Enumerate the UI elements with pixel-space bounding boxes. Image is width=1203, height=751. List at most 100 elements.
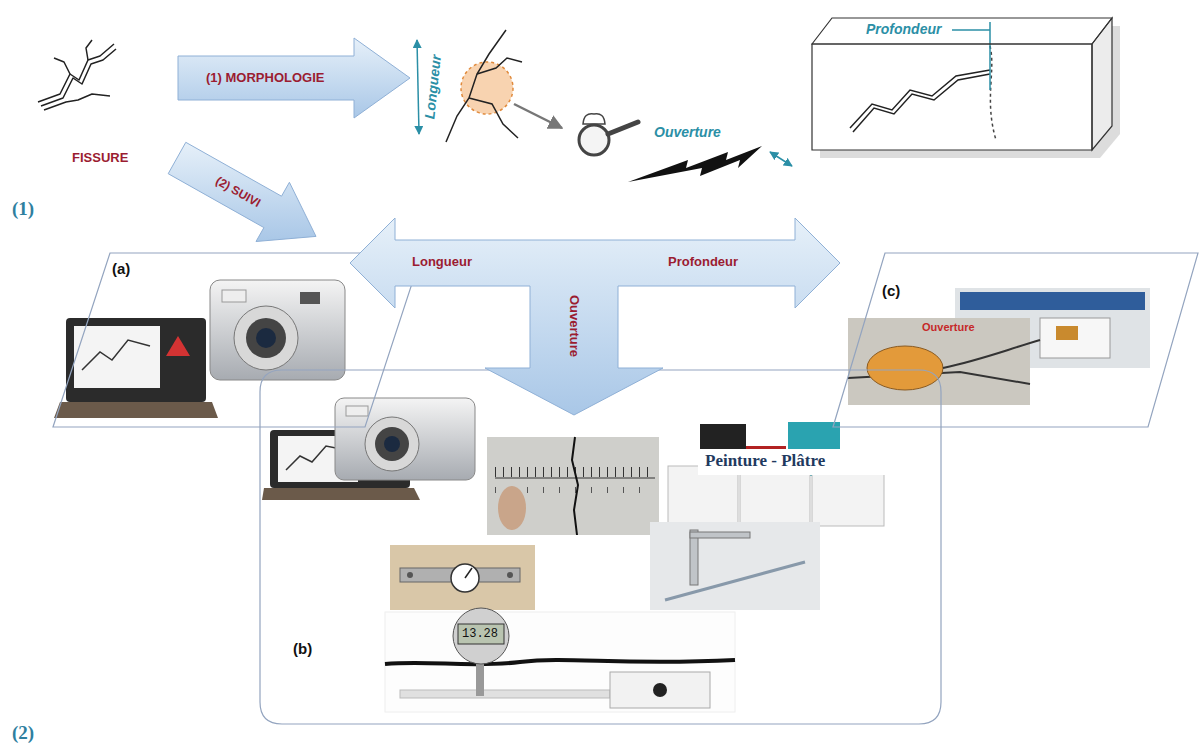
opening-bolt [628, 146, 762, 182]
photo-frame [848, 318, 1030, 405]
camera-flash [222, 290, 246, 302]
screw [507, 572, 513, 578]
gauge-photo [650, 522, 820, 610]
node-text: Profondeur [866, 21, 941, 38]
gauge-display [458, 624, 504, 644]
magnifier-cap [583, 114, 605, 124]
opening-dimension [770, 152, 792, 166]
depth-block: Profondeur [800, 10, 1124, 166]
dial-needle [465, 568, 472, 578]
finger [498, 486, 526, 530]
block-arrow: (1) MORPHOLOGIE [178, 38, 412, 120]
depth-block-border [812, 18, 1112, 44]
camera-body [210, 280, 345, 380]
depth-leader [952, 29, 990, 31]
gauge-base [400, 690, 610, 698]
pointer-arrow [514, 104, 562, 128]
crack-line [477, 58, 522, 74]
camera-lens [234, 306, 298, 370]
node-text: (c) [882, 282, 900, 300]
screw [407, 572, 413, 578]
camera-flash [346, 406, 368, 416]
crack-line [38, 44, 114, 102]
node-text: Ouverture [922, 321, 975, 334]
sensor-rail [960, 292, 1145, 310]
dimension-label: Longueur [421, 54, 444, 120]
crack-line [41, 49, 116, 106]
crack-line [44, 94, 110, 110]
depth-block-border [1092, 18, 1112, 150]
laptop-window [74, 326, 160, 388]
gauge-photo [390, 545, 535, 610]
crack-line [469, 98, 518, 138]
block-arrow-border [178, 38, 410, 118]
laptop-keyboard [54, 402, 218, 418]
camera-lens [375, 427, 409, 461]
crack-line [86, 40, 92, 60]
gauge-arm [690, 532, 750, 538]
camera-lens [256, 328, 276, 348]
photo-panel: (c) Ouverture [830, 250, 1201, 430]
depth-block-outline [800, 10, 1124, 166]
crack-line [385, 660, 735, 664]
node-text: Ouverture [566, 295, 582, 357]
zoom-circle [461, 62, 513, 114]
gauge-bar [665, 562, 805, 600]
sensor-cable [943, 340, 1040, 368]
node-text: Longueur [412, 254, 472, 270]
logger-box [1040, 318, 1110, 358]
three-way-arrow-border [350, 218, 840, 415]
crack-line [54, 58, 70, 74]
photo-panel-border [260, 370, 941, 724]
node-text: (b) [293, 640, 312, 658]
crack-label: FISSURE [72, 150, 128, 166]
depth-block-border [812, 44, 1092, 150]
photo-panel-border [833, 253, 1198, 427]
gauge-dot [653, 683, 667, 697]
crack-line [572, 437, 578, 535]
crack-line [853, 74, 990, 132]
photo-panel-outline [830, 250, 1201, 430]
photo-caption: Peinture - Plâtre [705, 451, 825, 471]
depth-leader [989, 22, 991, 90]
dimension-label: Ouverture [654, 124, 721, 141]
block-side [1092, 18, 1112, 150]
length-dimension [417, 40, 419, 134]
caption-bar [698, 449, 888, 475]
crack-sensor [867, 346, 943, 390]
three-way-arrow-outline [350, 218, 840, 416]
warning-icon [166, 336, 190, 356]
laptop-keyboard [262, 488, 420, 500]
node-text: (1) MORPHOLOGIE [206, 70, 324, 86]
crack-line [82, 340, 150, 370]
block-arrow-border [168, 142, 316, 241]
camera-body [335, 398, 475, 480]
camera-lens [384, 436, 400, 452]
gauge-stem [476, 660, 484, 696]
node-text: (a) [112, 260, 130, 278]
block-top [812, 18, 1112, 44]
section-number: (2) [12, 722, 34, 745]
magnifier-lens [579, 125, 609, 155]
plaster-bucket [740, 470, 810, 527]
block-front [812, 44, 1092, 150]
photo-panel: (b) [258, 368, 943, 726]
block-arrow: (2) SUIVI [165, 140, 321, 246]
camera-lens [246, 318, 286, 358]
ruler-line [495, 478, 655, 479]
node-text: Profondeur [668, 254, 738, 270]
digital-gauge [453, 608, 509, 664]
section-number: (1) [12, 198, 34, 221]
magnifier-handle [608, 122, 638, 134]
ruler-photo [487, 437, 659, 535]
display-reading: 13.28 [462, 627, 498, 641]
photo-panel-outline [258, 368, 943, 726]
camera-lens [365, 417, 419, 471]
camera-viewfinder [300, 292, 320, 304]
gauge-photo [385, 612, 735, 712]
gauge-block [610, 672, 710, 708]
logger-part [1056, 326, 1078, 340]
laptop-screen [66, 318, 206, 402]
crack-line [446, 30, 506, 142]
